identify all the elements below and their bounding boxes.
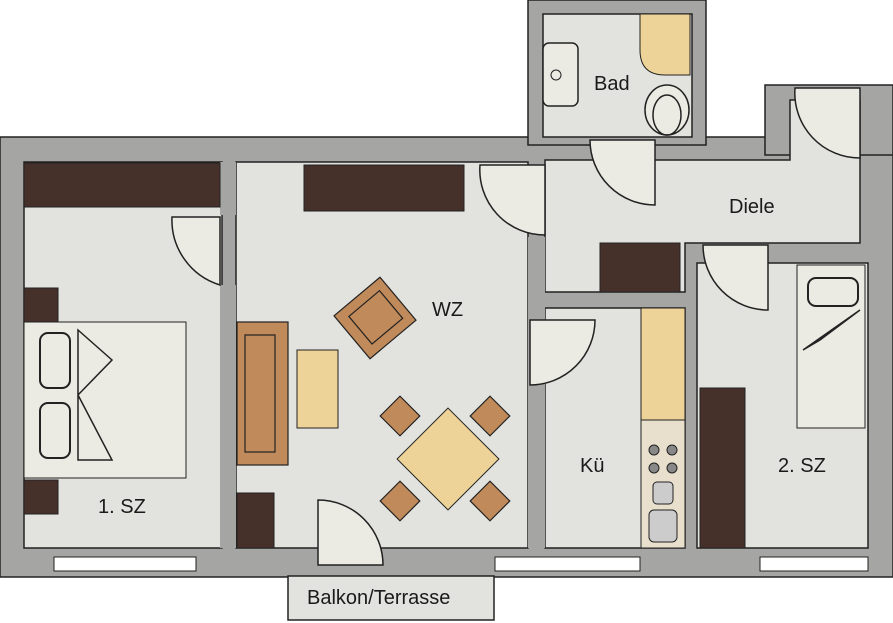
- balcony: [287, 575, 495, 621]
- cabinets: [23, 162, 746, 549]
- dining-table: [379, 395, 511, 522]
- label-bad: Bad: [594, 73, 630, 95]
- label-wz: WZ: [432, 299, 463, 321]
- armchair: [333, 276, 417, 360]
- windows: [53, 556, 869, 572]
- bathroom-fixtures: [542, 13, 691, 136]
- sofa: [236, 321, 289, 466]
- label-diele: Diele: [729, 196, 775, 218]
- double-bed: [23, 321, 187, 479]
- single-bed: [796, 264, 866, 429]
- kitchen-counter: [640, 307, 686, 549]
- label-balkon: Balkon/Terrasse: [307, 587, 450, 609]
- coffee-table: [296, 349, 339, 429]
- doors: [171, 87, 861, 566]
- label-sz2: 2. SZ: [778, 455, 826, 477]
- label-kue: Kü: [580, 455, 604, 477]
- label-sz1: 1. SZ: [98, 496, 146, 518]
